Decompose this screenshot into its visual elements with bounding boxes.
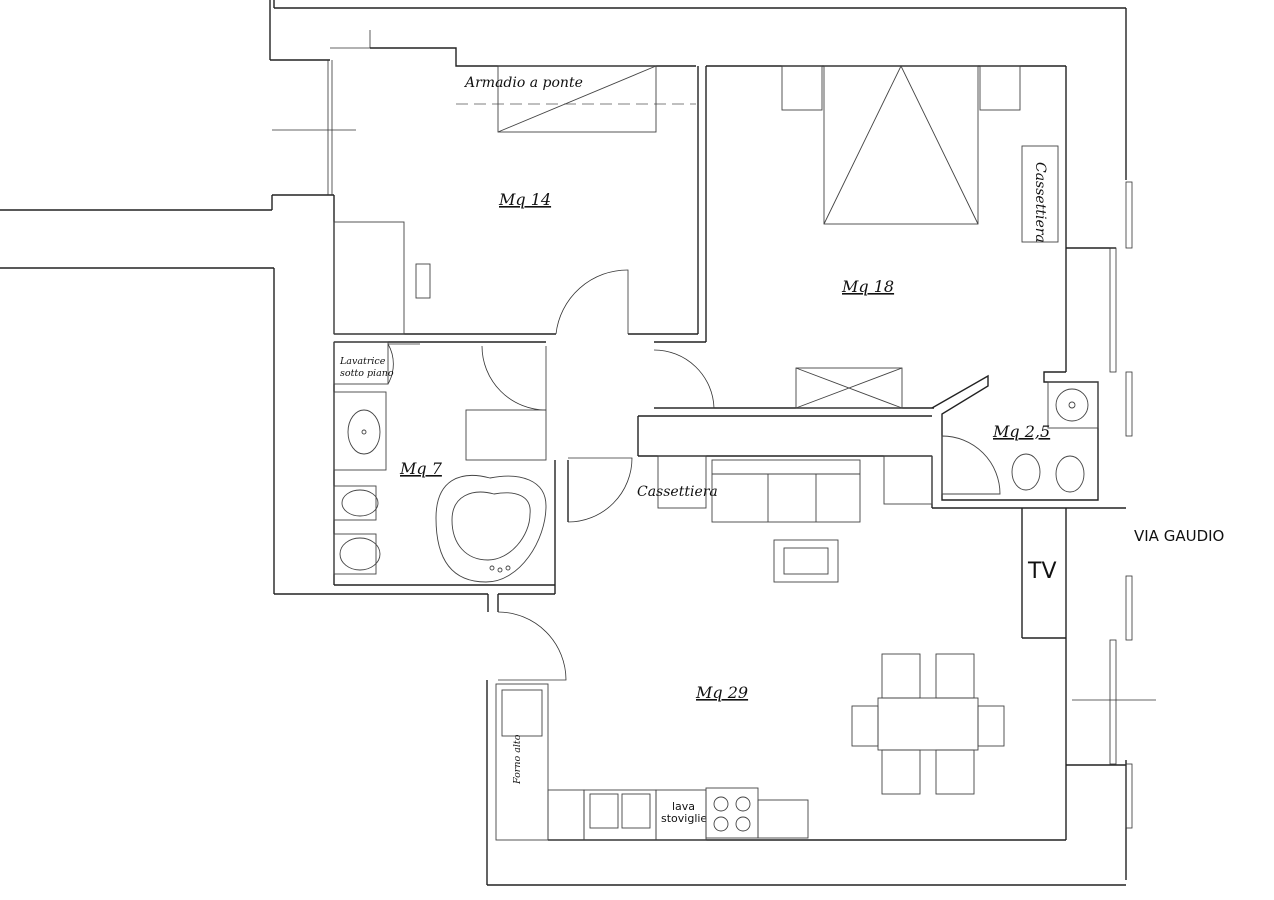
room-label-living: Mq 29: [695, 683, 748, 702]
dresser-bedroom-label: Cassettiera: [1032, 162, 1048, 243]
oven-label: Forno alto: [512, 734, 523, 785]
wardrobe-label: Armadio a ponte: [463, 75, 583, 91]
bedroom-small-furniture: Armadio a ponte Mq 14: [333, 65, 696, 335]
room-label-wc: Mq 2,5: [992, 422, 1050, 441]
room-label-bedroom-main: Mq 18: [841, 277, 894, 296]
dishwasher-label-line1: lava: [672, 800, 695, 813]
washer-label-line1: Lavatrice: [339, 356, 386, 367]
inner-walls: [333, 47, 1126, 841]
dresser-hall-label: Cassettiera: [637, 484, 718, 500]
right-windows: [1072, 181, 1156, 829]
living-furniture: Cassettiera TV Mq 29: [637, 455, 1057, 795]
kitchen-furniture: Forno alto lava stoviglie: [495, 683, 809, 841]
room-label-bathroom: Mq 7: [399, 459, 443, 478]
bedroom-main-furniture: Cassettiera Mq 18: [781, 64, 1059, 409]
outer-walls: [0, 0, 1127, 886]
bathroom-furniture: Lavatrice sotto piano Mq 7: [333, 341, 547, 583]
room-label-bedroom-small: Mq 14: [498, 190, 551, 209]
tv-label: TV: [1027, 559, 1057, 584]
doors: [387, 269, 715, 681]
wc-furniture: Mq 2,5: [941, 381, 1099, 495]
street-label: VIA GAUDIO: [1134, 527, 1224, 545]
dishwasher-label-line2: stoviglie: [661, 812, 707, 825]
washer-label-line2: sotto piano: [340, 368, 394, 379]
